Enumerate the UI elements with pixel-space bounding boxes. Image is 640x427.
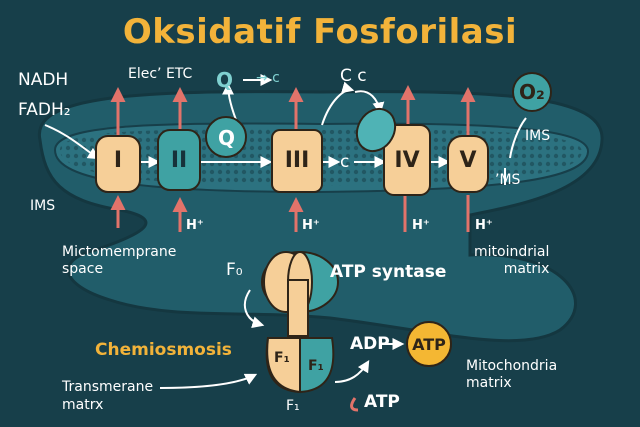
f1-bottom-label: F₁ (286, 398, 300, 414)
f1-left-label: F₁ (274, 350, 290, 366)
complex-v-shape (447, 135, 489, 193)
proton-return-arrows (110, 195, 470, 232)
mitochondria-matrix-label: Mitochondria matrix (466, 358, 558, 391)
c-mid-label: c (340, 152, 350, 172)
red-curved-arrow (350, 397, 359, 412)
f1-right-label: F₁ (308, 358, 324, 374)
proton-label: H⁺ (412, 218, 430, 233)
intermembrane-space-label: Mictomemprane space (62, 244, 177, 277)
nadh-label: NADH (18, 70, 69, 90)
f0-label: F₀ (226, 260, 243, 280)
complex-v-label: V (459, 148, 477, 173)
proton-label: H⁺ (302, 218, 320, 233)
mitochondrial-matrix-label: mitoindrial matrix (474, 244, 550, 277)
complex-i-label: I (113, 148, 123, 173)
ims-right-inner-label: ’MS (495, 172, 521, 188)
synthase-arrows (159, 289, 405, 389)
complex-iv-shape (383, 124, 431, 196)
q-top-label: Q (216, 68, 234, 92)
ubiquinone-carrier (205, 116, 247, 158)
atp-synthase-shape (261, 251, 339, 394)
atp-product-circle (406, 321, 452, 367)
complex-iii-shape (271, 129, 323, 193)
o2-label: O₂ (519, 80, 545, 104)
atp-synthase-label: ATP syntase (330, 262, 447, 282)
label-pointers (504, 117, 527, 185)
transmembrane-label: Transmerane matrx (62, 379, 154, 413)
complex-ii-shape (157, 129, 201, 191)
arrow-c-label: → c (256, 70, 280, 86)
fadh2-label: FADH₂ (18, 100, 71, 120)
proton-label: H⁺ (475, 218, 493, 233)
complex-ii-label: II (170, 148, 188, 173)
atp-circle-label: ATP (412, 335, 446, 354)
complex-iii-label: III (284, 148, 310, 173)
complex-shapes (95, 124, 489, 196)
proton-pump-up-arrows (110, 85, 476, 135)
proton-label: H⁺ (186, 218, 204, 233)
q-carrier-label: Q (218, 126, 236, 150)
cc-top-label: C c (340, 66, 367, 86)
complex-iv-label: IV (394, 148, 420, 173)
ims-left-label: IMS (30, 198, 56, 214)
ims-right-label: IMS (525, 128, 551, 144)
cytochrome-c-carrier (355, 107, 397, 153)
page-title: Oksidatif Fosforilasi (122, 12, 518, 52)
complex-i-shape (95, 135, 141, 193)
elec-etc-label: Elec’ ETC (128, 66, 193, 82)
adp-label: ADP (350, 334, 390, 354)
chemiosmosis-label: Chemiosmosis (95, 340, 232, 360)
atp-bottom-label: ATP (364, 392, 400, 412)
oxygen-circle (512, 72, 552, 112)
